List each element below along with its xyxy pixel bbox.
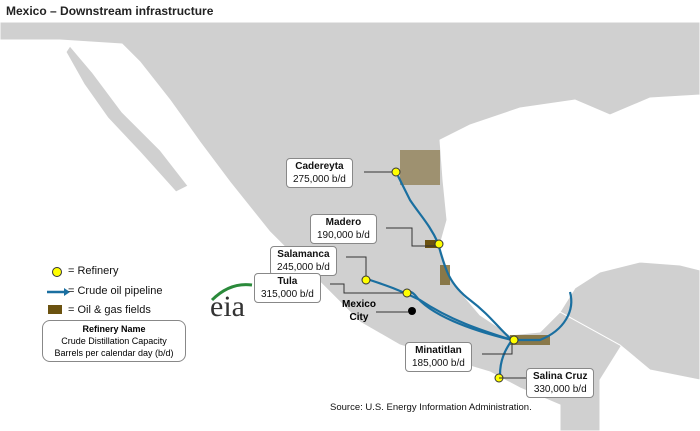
source-note: Source: U.S. Energy Information Administ… (330, 402, 532, 413)
leader-lines (330, 171, 526, 379)
eia-logo: eia (210, 290, 245, 323)
baja-california (65, 45, 189, 193)
label-mexico-city: Mexico City (342, 299, 376, 323)
eia-logo-arc (210, 283, 253, 302)
fields-legend-icon (48, 305, 62, 314)
refinery-legend-icon (52, 267, 62, 277)
legend-key-box: Refinery Name Crude Distillation Capacit… (42, 320, 186, 362)
legend-refinery: = Refinery (68, 265, 119, 277)
legend-pipeline: = Crude oil pipeline (68, 285, 163, 297)
yucatan (559, 261, 700, 381)
legend-fields: = Oil & gas fields (68, 304, 151, 316)
mexico-city-marker (408, 307, 416, 315)
page-title: Mexico – Downstream infrastructure (6, 4, 214, 18)
